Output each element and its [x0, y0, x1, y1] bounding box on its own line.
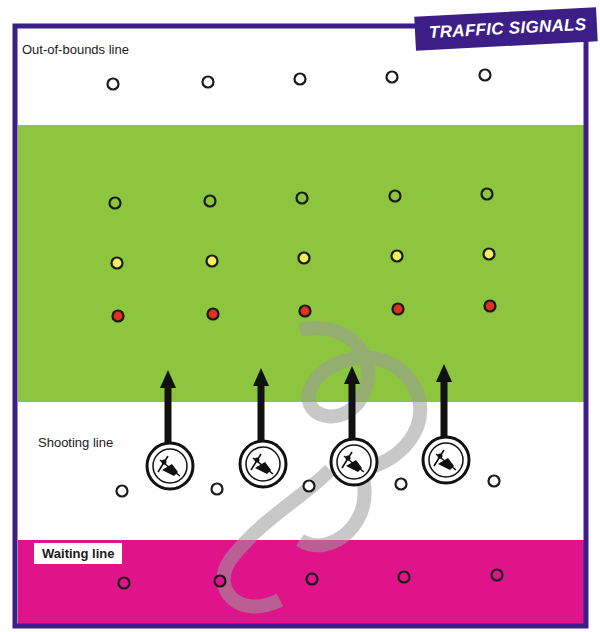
line-label: Shooting line [38, 435, 113, 450]
shooting-zone [18, 125, 584, 402]
field-line-band: Shooting line [38, 433, 120, 451]
player-shooter [331, 366, 377, 485]
cones [108, 70, 503, 589]
line-label: Waiting line [34, 543, 122, 564]
field-line-band: Out-of-bounds line [22, 40, 135, 58]
player-shooter [423, 364, 469, 483]
frame-border [15, 26, 586, 626]
player-shooter [147, 370, 193, 489]
line-label: Out-of-bounds line [22, 42, 129, 57]
waiting-zone [18, 540, 584, 625]
player-shooter [240, 368, 286, 487]
field-line-band: Waiting line [34, 543, 129, 564]
watermark-logo [224, 328, 421, 606]
